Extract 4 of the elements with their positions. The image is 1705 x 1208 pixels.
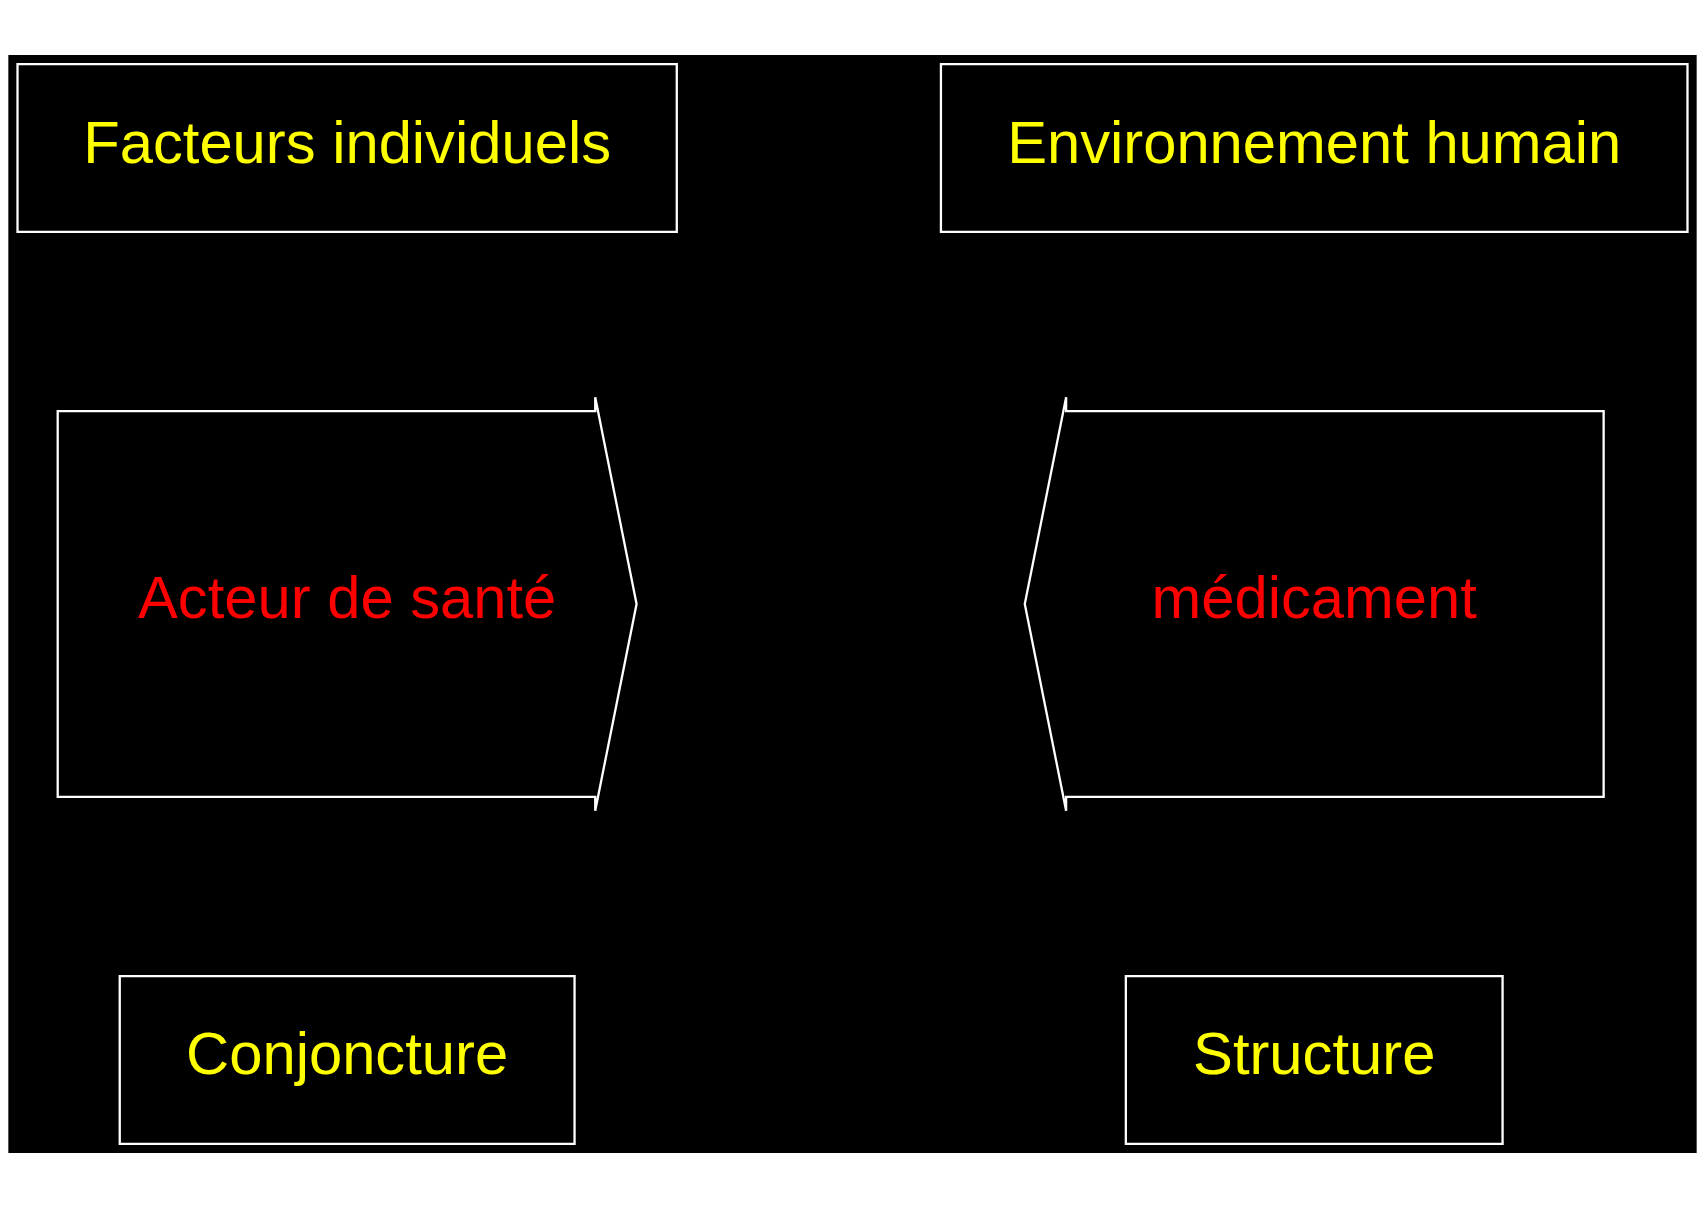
node-box: Facteurs individuels [16, 63, 678, 233]
node-box: Environnement humain [939, 63, 1689, 233]
node-box: Conjoncture [118, 975, 576, 1145]
node-box: Structure [1124, 975, 1504, 1145]
